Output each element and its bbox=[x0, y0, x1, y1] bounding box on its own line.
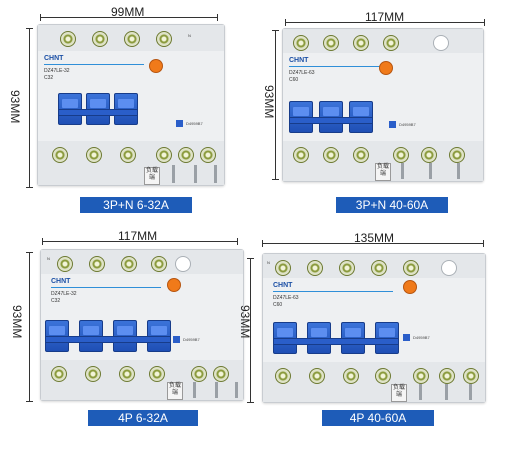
spec-caption: 4P 40-60A bbox=[322, 410, 434, 426]
brand-logo: CHNT bbox=[44, 55, 64, 62]
test-button-icon bbox=[379, 61, 393, 75]
test-button-icon bbox=[403, 280, 417, 294]
load-side-label: 负载端 bbox=[391, 384, 407, 402]
load-side-label: 负载端 bbox=[375, 163, 391, 181]
height-dimension-line bbox=[272, 30, 279, 180]
brand-logo: CHNT bbox=[273, 282, 293, 289]
breaker-image: N CHNT DZ47LE-63 C60 D4959B7 负载端 bbox=[262, 253, 486, 403]
spec-caption: 4P 6-32A bbox=[88, 410, 198, 426]
load-side-label: 负载端 bbox=[144, 167, 160, 185]
spec-caption: 3P+N 40-60A bbox=[336, 197, 448, 213]
height-dimension-label: 93MM bbox=[238, 305, 252, 339]
width-dimension-line bbox=[42, 238, 238, 245]
width-dimension-label: 117MM bbox=[118, 229, 158, 243]
height-dimension-line bbox=[26, 252, 33, 402]
height-dimension-line bbox=[247, 258, 254, 403]
breaker-image: CHNT DZ47LE-63 C60 D4959B7 负载端 bbox=[282, 28, 484, 182]
height-dimension-label: 93MM bbox=[262, 85, 276, 119]
width-dimension-label: 99MM bbox=[111, 5, 145, 19]
width-dimension-label: 135MM bbox=[354, 231, 395, 245]
spec-caption: 3P+N 6-32A bbox=[80, 197, 192, 213]
test-button-icon bbox=[149, 59, 163, 73]
width-dimension-line bbox=[262, 240, 484, 247]
height-dimension-label: 93MM bbox=[10, 305, 24, 339]
width-dimension-label: 117MM bbox=[365, 10, 405, 24]
brand-logo: CHNT bbox=[51, 278, 71, 285]
width-dimension-line bbox=[40, 14, 218, 21]
height-dimension-label: 93MM bbox=[8, 90, 22, 124]
width-dimension-line bbox=[285, 19, 485, 26]
test-button-icon bbox=[167, 278, 181, 292]
height-dimension-line bbox=[26, 28, 33, 188]
breaker-image: N CHNT DZ47LE-32 C32 D4959B7 负载端 bbox=[40, 249, 244, 401]
brand-logo: CHNT bbox=[289, 57, 309, 64]
breaker-image: N CHNT DZ47LE-32 C32 D4959B7 负载端 bbox=[37, 24, 225, 186]
load-side-label: 负载端 bbox=[167, 382, 183, 400]
